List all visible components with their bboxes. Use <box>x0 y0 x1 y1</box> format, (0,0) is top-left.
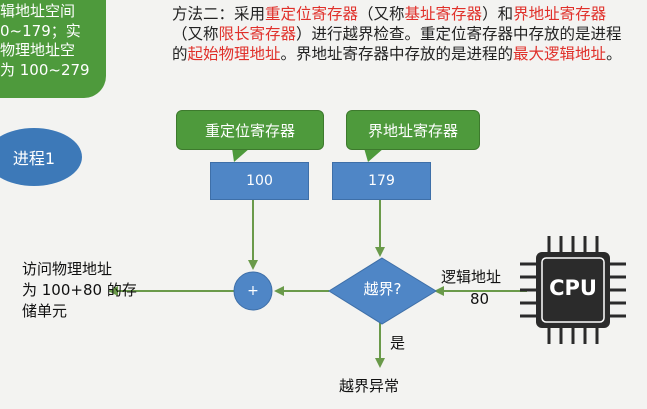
relocation-callout-tail <box>232 148 250 162</box>
desc-limit-register: 界地址寄存器 <box>513 5 607 23</box>
logical-address-value: 80 <box>470 290 490 308</box>
boundary-check-diamond <box>328 257 437 325</box>
desc-length-register: 限长寄存器 <box>218 25 297 43</box>
result-text: 访问物理地址 为 100+80 的存 储单元 <box>22 259 137 322</box>
cpu-chip-icon <box>520 236 626 344</box>
desc-relocation-register: 重定位寄存器 <box>265 5 359 23</box>
address-space-note: 辑地址空间 0~179；实 物理地址空 为 100~279 <box>0 0 106 98</box>
note-line-3: 物理地址空 <box>0 41 76 59</box>
relocation-callout-label: 重定位寄存器 <box>204 121 295 140</box>
result-line-2: 为 100+80 的存 <box>22 281 137 299</box>
result-line-1: 访问物理地址 <box>22 260 113 278</box>
desc-seg-3: （又称 <box>358 5 405 23</box>
adder-symbol: + <box>247 283 259 299</box>
limit-register-callout: 界地址寄存器 <box>346 110 480 150</box>
desc-base-register: 基址寄存器 <box>404 5 483 23</box>
result-line-3: 储单元 <box>22 302 68 320</box>
note-line-1: 辑地址空间 <box>0 2 76 20</box>
desc-seg-7: （又称 <box>172 25 219 43</box>
relocation-register-callout: 重定位寄存器 <box>176 110 324 150</box>
process-ellipse: 进程1 <box>0 128 82 186</box>
desc-seg-5: ）和 <box>482 5 514 23</box>
method-description: 方法二：采用重定位寄存器（又称基址寄存器）和界地址寄存器（又称限长寄存器）进行越… <box>172 4 628 64</box>
relocation-value: 100 <box>246 173 273 189</box>
note-line-4: 为 100~279 <box>0 60 90 79</box>
desc-max-logical-address: 最大逻辑地址 <box>513 45 607 63</box>
limit-register-box: 179 <box>332 162 431 200</box>
process-label: 进程1 <box>12 149 56 168</box>
relocation-register-box: 100 <box>210 162 309 200</box>
desc-seg-11: 。界地址寄存器中存放的是进程的 <box>280 45 514 63</box>
note-line-2: 0~179；实 <box>0 21 81 40</box>
limit-callout-label: 界地址寄存器 <box>367 121 458 140</box>
yes-label: 是 <box>390 334 406 352</box>
desc-seg-9: ）进行越界检查。重定位寄存器中存放的是进程的 <box>172 25 622 63</box>
limit-value: 179 <box>368 173 395 189</box>
desc-start-physical-address: 起始物理地址 <box>187 45 281 63</box>
logical-address-label: 逻辑地址 <box>441 268 502 286</box>
limit-callout-tail <box>364 148 384 162</box>
adder-circle <box>233 271 273 311</box>
cpu-label: CPU <box>549 276 597 300</box>
desc-seg-1: 方法二：采用 <box>172 5 266 23</box>
desc-seg-13: 。 <box>606 45 622 63</box>
decision-label: 越界? <box>363 280 402 298</box>
error-label: 越界异常 <box>339 377 400 395</box>
